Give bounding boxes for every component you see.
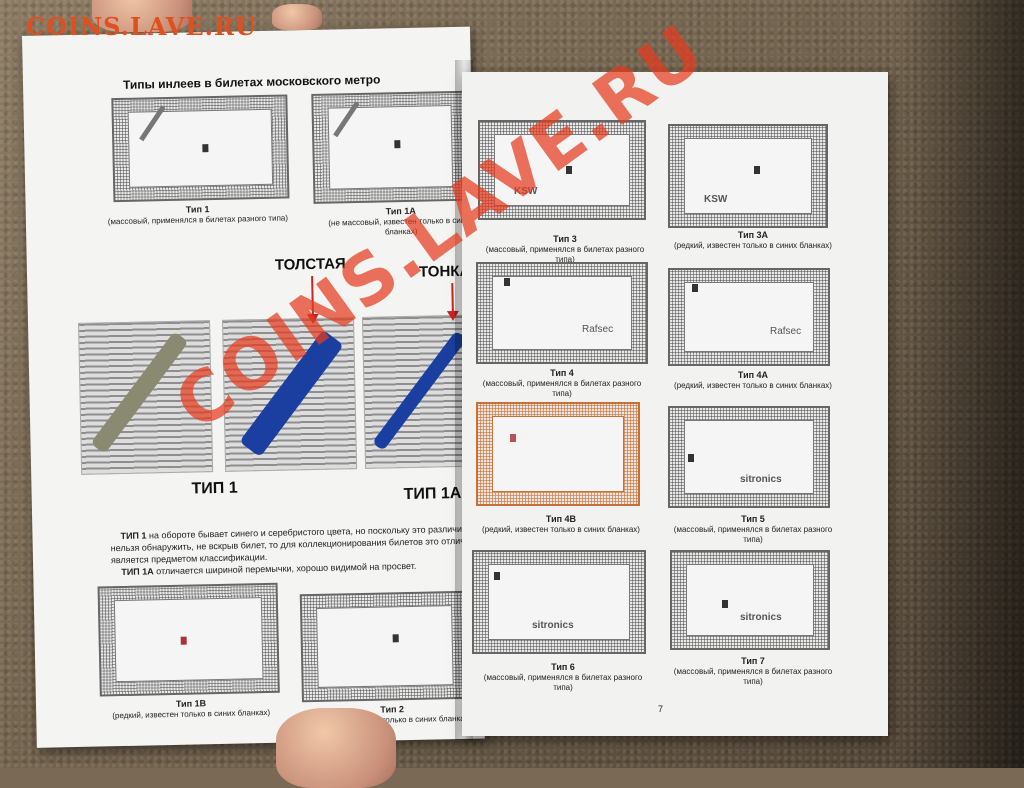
thumb-top-right xyxy=(272,4,322,30)
caption-type-4: Тип 4(массовый, применялся в билетах раз… xyxy=(482,368,642,398)
page-number-right: 7 xyxy=(658,704,664,714)
caption-type-1b: Тип 1В(редкий, известен только в синих б… xyxy=(112,698,271,721)
right-page: KSW KSW Тип 3(массовый, применялся в бил… xyxy=(462,72,888,736)
caption-type-4b: Тип 4В(редкий, известен только в синих б… xyxy=(482,514,640,534)
inlay-type-4b xyxy=(476,402,640,506)
caption-type-3: Тип 3(массовый, применялся в билетах раз… xyxy=(485,234,645,264)
caption-type-4a: Тип 4А(редкий, известен только в синих б… xyxy=(674,370,832,390)
inlay-type-6: sitronics xyxy=(472,550,646,654)
inlay-type-7: sitronics xyxy=(670,550,830,650)
top-watermark: COINS.LAVE.RU xyxy=(26,12,257,41)
inlay-type-4a: Rafsec xyxy=(668,268,830,366)
label-tip1a: ТИП 1А xyxy=(403,484,462,504)
thumb-top xyxy=(92,0,192,32)
inlay-type-4: Rafsec xyxy=(476,262,648,364)
inlay-type-5: sitronics xyxy=(668,406,830,508)
caption-type-7: Тип 7(массовый, применялся в билетах раз… xyxy=(673,656,833,686)
arrow-thin xyxy=(451,283,454,314)
caption-type-5: Тип 5(массовый, применялся в билетах раз… xyxy=(673,514,833,544)
page-heading: Типы инлеев в билетах московского метро xyxy=(122,72,381,92)
caption-type-3a: Тип 3А(редкий, известен только в синих б… xyxy=(674,230,832,250)
description-paragraph: ТИП 1 на обороте бывает синего и серебри… xyxy=(110,523,488,578)
caption-type-6: Тип 6(массовый, применялся в билетах раз… xyxy=(483,662,643,692)
thumb-bottom xyxy=(276,708,396,788)
caption-type-1: Тип 1(массовый, применялся в билетах раз… xyxy=(107,204,289,227)
inlay-type-3a: KSW xyxy=(668,124,828,228)
shadow xyxy=(900,0,1024,768)
inlay-type-2 xyxy=(299,590,470,703)
label-tip1: ТИП 1 xyxy=(191,479,238,498)
inlay-type-3: KSW xyxy=(478,120,646,220)
inlay-type-1 xyxy=(111,94,290,203)
inlay-type-1b xyxy=(97,582,280,697)
